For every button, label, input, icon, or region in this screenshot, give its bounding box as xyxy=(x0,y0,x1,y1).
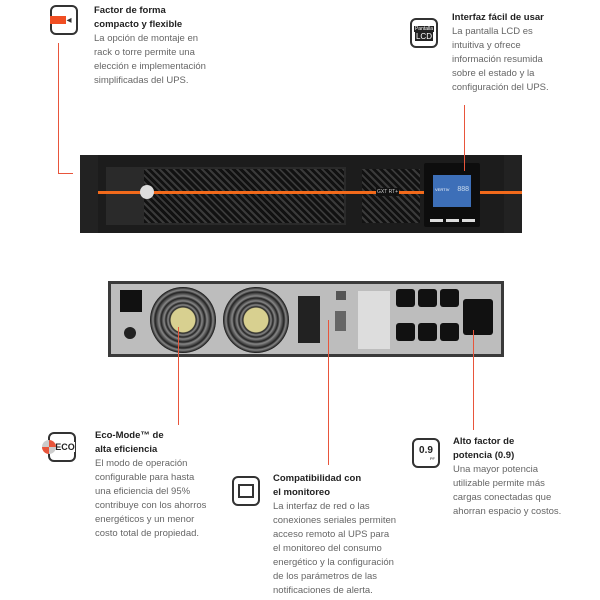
lcd-icon-label: Pantalla xyxy=(413,25,435,32)
form-factor-title: Factor de forma xyxy=(94,5,166,16)
fan xyxy=(223,287,289,353)
output-socket xyxy=(463,299,493,335)
form-factor-icon: ◂ xyxy=(50,5,78,35)
eco-block: Eco-Mode™ de alta eficiencia El modo de … xyxy=(95,429,206,541)
monitoring-title-2: el monitoreo xyxy=(273,487,331,498)
lcd-panel: VERTIV 888 xyxy=(424,163,480,227)
lcd-icon-label: LCD xyxy=(414,31,433,41)
eco-title-2: alta eficiencia xyxy=(95,444,158,455)
interface-desc-line: configuración del UPS. xyxy=(452,82,549,93)
monitoring-desc-line: el monitoreo del consumo xyxy=(273,543,382,554)
outlet xyxy=(440,323,459,341)
monitoring-desc-line: notificaciones de alerta. xyxy=(273,585,373,596)
outlet xyxy=(396,323,415,341)
eco-title: Eco-Mode™ de xyxy=(95,430,164,441)
fan xyxy=(150,287,216,353)
eco-desc-line: energéticos y un menor xyxy=(95,514,195,525)
form-factor-desc-line: La opción de montaje en xyxy=(94,33,199,44)
connector-line xyxy=(473,330,474,430)
input-socket xyxy=(120,290,142,312)
outlet xyxy=(396,289,415,307)
form-factor-title-2: compacto y flexible xyxy=(94,19,183,30)
lcd-brand: VERTIV xyxy=(435,187,450,192)
eco-desc-line: contribuye con los ahorros xyxy=(95,500,207,511)
monitoring-desc-line: acceso remoto al UPS para xyxy=(273,529,390,540)
eco-desc-line: costo total de propiedad. xyxy=(95,528,200,539)
model-label: GXT RT+ xyxy=(376,188,400,196)
breaker xyxy=(124,327,136,339)
lcd-icon: Pantalla LCD xyxy=(410,18,438,48)
vertiv-logo-icon xyxy=(140,185,154,199)
pf-icon-unit: PF xyxy=(429,455,435,461)
pf-title-2: potencia (0.9) xyxy=(453,450,515,461)
interface-title: Interfaz fácil de usar xyxy=(452,12,544,23)
battery-panel xyxy=(358,291,390,349)
form-factor-desc-line: rack o torre permite una xyxy=(94,47,195,58)
interface-desc-line: La pantalla LCD es xyxy=(452,26,533,37)
form-factor-desc-line: simplificadas del UPS. xyxy=(94,75,189,86)
connector-line xyxy=(58,43,59,174)
monitoring-desc-line: energético y la configuración xyxy=(273,557,394,568)
pf-desc-line: cargas conectadas que xyxy=(453,492,552,503)
power-factor-block: Alto factor de potencia (0.9) Una mayor … xyxy=(453,435,561,519)
ups-rear-panel xyxy=(108,281,504,357)
lcd-button[interactable] xyxy=(462,219,475,222)
serial-port xyxy=(335,311,346,331)
pf-icon-value: 0.9 xyxy=(419,444,433,456)
connector-line xyxy=(328,320,329,465)
interface-desc-line: sobre el estado y la xyxy=(452,68,535,79)
lcd-screen: VERTIV 888 xyxy=(433,175,471,207)
pf-desc-line: utilizable permite más xyxy=(453,478,545,489)
power-factor-icon: 0.9 PF xyxy=(412,438,440,468)
outlet xyxy=(418,323,437,341)
interface-desc-line: intuitiva y ofrece xyxy=(452,40,521,51)
monitoring-block: Compatibilidad con el monitoreo La inter… xyxy=(273,472,396,598)
form-factor-block: Factor de forma compacto y flexible La o… xyxy=(94,4,206,88)
pf-title: Alto factor de xyxy=(453,436,515,447)
lcd-button[interactable] xyxy=(446,219,459,222)
connector-line xyxy=(464,105,465,171)
pf-desc-line: Una mayor potencia xyxy=(453,464,539,475)
comm-slot xyxy=(298,296,320,343)
eco-fan-icon xyxy=(42,440,56,454)
interface-desc-line: información resumida xyxy=(452,54,543,65)
monitoring-desc-line: de los parámetros de las xyxy=(273,571,378,582)
connector-line xyxy=(178,327,179,425)
eco-icon-label: ECO xyxy=(49,442,75,452)
usb-port xyxy=(336,291,346,300)
form-factor-desc-line: elección e implementación xyxy=(94,61,206,72)
interface-block: Interfaz fácil de usar La pantalla LCD e… xyxy=(452,11,549,95)
eco-desc-line: configurable para hasta xyxy=(95,472,195,483)
outlet xyxy=(418,289,437,307)
lcd-button[interactable] xyxy=(430,219,443,222)
monitoring-desc-line: La interfaz de red o las xyxy=(273,501,370,512)
pf-desc-line: ahorran espacio y costos. xyxy=(453,506,562,517)
eco-desc-line: El modo de operación xyxy=(95,458,188,469)
eco-desc-line: una eficiencia del 95% xyxy=(95,486,191,497)
ups-front-panel: GXT RT+ VERTIV 888 xyxy=(80,155,522,233)
lcd-digits: 888 xyxy=(457,186,469,193)
monitoring-title: Compatibilidad con xyxy=(273,473,362,484)
outlet xyxy=(440,289,459,307)
monitoring-desc-line: conexiones seriales permiten xyxy=(273,515,397,526)
connector-line xyxy=(58,173,73,174)
network-port-icon xyxy=(232,476,260,506)
